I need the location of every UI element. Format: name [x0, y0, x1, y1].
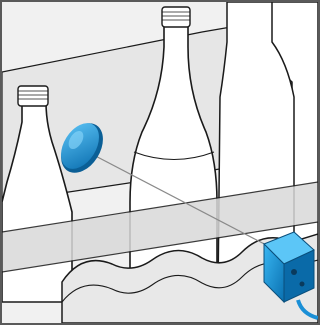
- bottle-sensor-illustration: [2, 2, 318, 323]
- bottle-cap-icon: [18, 86, 48, 106]
- bottle-cap-icon: [162, 7, 190, 27]
